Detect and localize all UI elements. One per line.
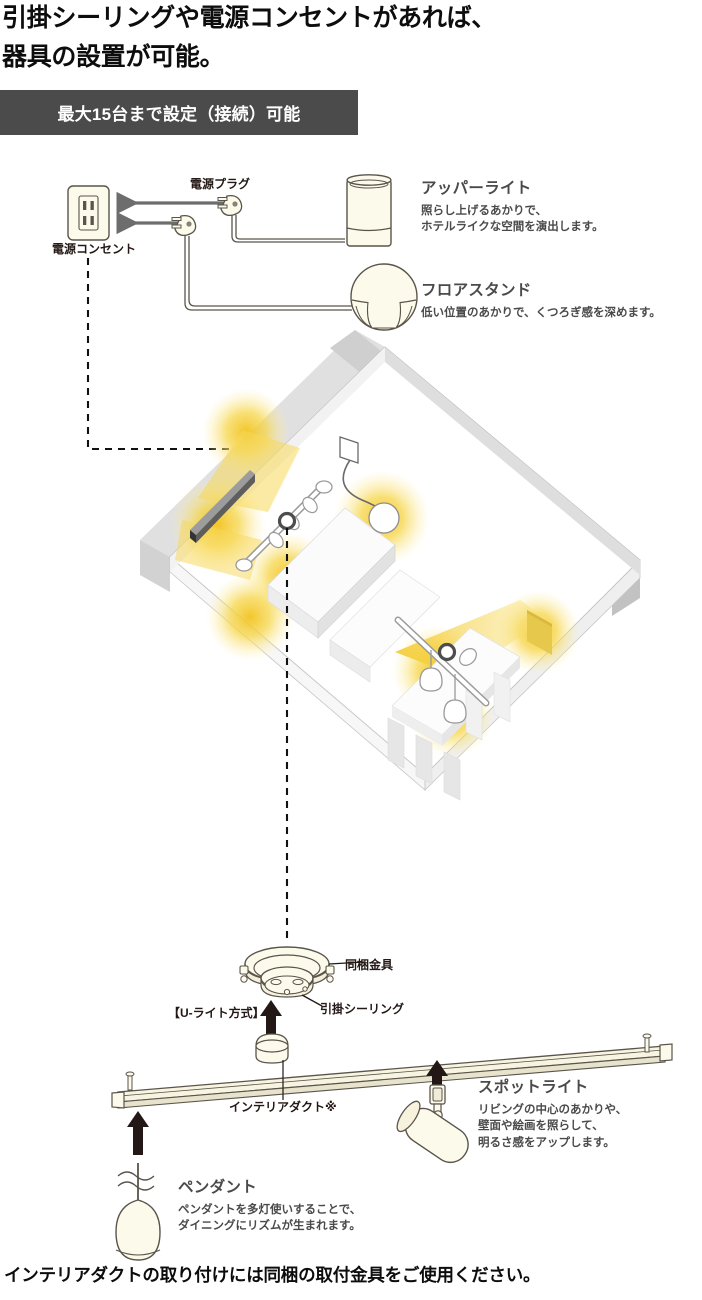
floor-stand-desc: 低い位置のあかりで、くつろぎ感を深めます。: [421, 307, 661, 319]
headline-line-2: 器具の設置が可能。: [2, 43, 225, 71]
power-plug-upper-icon: [217, 195, 345, 243]
floor-stand-fixture-icon: [350, 263, 418, 331]
headline-line-1: 引掛シーリングや電源コンセントがあれば、: [2, 4, 497, 32]
capacity-badge-label: 最大15台まで設定（接続）可能: [57, 105, 301, 124]
ceiling-rosette-assembly-icon: [239, 946, 365, 1007]
power-outlet-icon: [67, 185, 110, 241]
pendant-fixture-icon: [115, 1163, 161, 1261]
footer-note: インテリアダクトの取り付けには同梱の取付金具をご使用ください。: [4, 1265, 541, 1285]
spotlight-title: スポットライト: [478, 1079, 589, 1096]
u-light-label: 【U-ライト方式】: [168, 1006, 265, 1020]
mount-arrow-up-icon: [260, 1000, 282, 1043]
power-plug-floor-icon: [171, 215, 352, 311]
spotlight-desc: リビングの中心のあかりや、 壁面や絵画を照らして、 明るさ感をアップします。: [478, 1104, 628, 1149]
spotlight-fixture-icon: [396, 1084, 469, 1164]
outlet-label: 電源コンセント: [52, 242, 137, 256]
pendant-desc: ペンダントを多灯使いすることで、 ダイニングにリズムが生まれます。: [178, 1204, 362, 1233]
isometric-room-illustration: [140, 330, 641, 801]
capacity-badge: 最大15台まで設定（接続）可能: [0, 90, 358, 135]
interior-duct-rail-icon: [111, 1033, 673, 1109]
track-light-dining-icon: [394, 616, 490, 724]
bracket-label: 同梱金具: [345, 958, 394, 972]
plug-label: 電源プラグ: [190, 177, 251, 191]
upper-light-desc: 照らし上げるあかりで、 ホテルライクな空間を演出します。: [421, 205, 604, 234]
pendant-living-icon: [339, 436, 400, 534]
floor-stand-title: フロアスタンド: [421, 282, 532, 299]
track-light-living-icon: [235, 480, 333, 572]
upper-light-title: アッパーライト: [421, 180, 532, 197]
pendant-title: ペンダント: [178, 1179, 258, 1196]
attach-arrow-icon: [127, 1060, 448, 1155]
rosette-label: 引掛シーリング: [320, 1002, 405, 1016]
upper-light-fixture-icon: [346, 174, 392, 247]
plug-arrow-icon: [116, 191, 224, 235]
duct-label: インテリアダクト※: [229, 1100, 337, 1114]
